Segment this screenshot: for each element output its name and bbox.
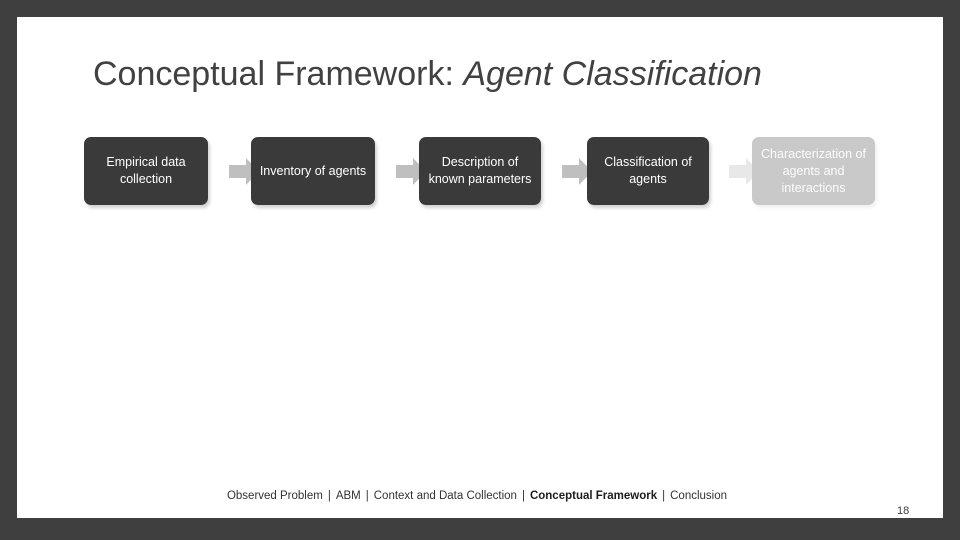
flow-arrow-2-icon	[396, 158, 426, 185]
flow-step-3-label: Description of known parameters	[428, 155, 532, 186]
flow-step-4[interactable]: Classification of agents	[587, 137, 709, 205]
process-flow-diagram: Empirical data collection Inventory of a…	[17, 137, 943, 227]
footer-navigation: Observed Problem | ABM | Context and Data Co…	[137, 487, 817, 505]
flow-step-1[interactable]: Empirical data collection	[84, 137, 208, 205]
flow-step-4-label: Classification of agents	[604, 155, 692, 186]
flow-step-2-label: Inventory of agents	[259, 163, 367, 178]
page-title-italic: Agent Classification	[463, 54, 762, 93]
footer-separator-4: |	[662, 490, 666, 502]
footer-item-observed-problem[interactable]: Observed Problem	[226, 490, 323, 502]
footer-item-abm[interactable]: ABM	[335, 490, 361, 502]
flow-step-5[interactable]: Characterization of agents and interacti…	[752, 137, 875, 205]
flow-step-2[interactable]: Inventory of agents	[251, 137, 375, 205]
page-title-regular: Conceptual Framework:	[93, 54, 464, 93]
flow-arrow-4-icon	[729, 158, 759, 185]
footer-item-conceptual-framework[interactable]: Conceptual Framework	[529, 490, 658, 502]
flow-step-3[interactable]: Description of known parameters	[419, 137, 541, 205]
flow-step-1-label: Empirical data collection	[106, 155, 186, 186]
footer-separator-1: |	[327, 490, 331, 502]
slide-canvas: Conceptual Framework: Agent Classificati…	[17, 17, 943, 518]
flow-step-5-label: Characterization of agents and interacti…	[761, 146, 866, 195]
footer-item-conclusion[interactable]: Conclusion	[670, 490, 728, 502]
page-title: Conceptual Framework: Agent Classificati…	[93, 52, 793, 97]
footer-item-context-and-data-collection[interactable]: Context and Data Collection	[373, 490, 517, 502]
footer-separator-2: |	[365, 490, 369, 502]
flow-arrow-3-icon	[562, 158, 592, 185]
footer-separator-3: |	[521, 490, 525, 502]
page-number: 18	[897, 505, 910, 517]
